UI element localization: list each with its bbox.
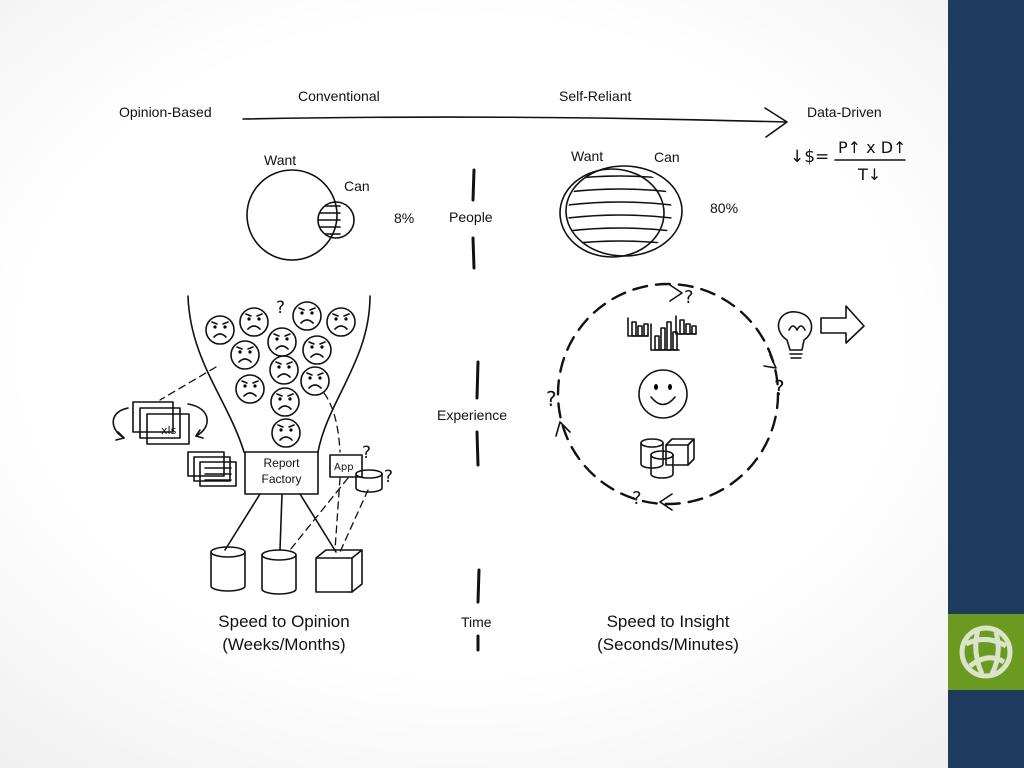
- database-icon: [650, 450, 674, 479]
- logo-tile: [948, 614, 1024, 690]
- speed-to-opinion-caption: Speed to Opinion (Weeks/Months): [184, 610, 384, 656]
- center-axis: [471, 168, 481, 652]
- formula-prefix: ↓$=: [790, 147, 829, 167]
- formula-denominator: T↓: [857, 165, 881, 184]
- sad-face-icon: [205, 315, 235, 345]
- document-stack-icon: [187, 451, 237, 487]
- insight-cycle: ? ? ? ?: [546, 282, 785, 511]
- sad-face-icon: [239, 307, 269, 337]
- axis-time-label: Time: [461, 614, 492, 630]
- question-mark-icon: ?: [384, 467, 393, 487]
- sad-face-icon: [300, 366, 330, 396]
- question-mark-icon: ?: [632, 488, 642, 509]
- app-label: App: [334, 462, 354, 473]
- formula-numerator: P↑ x D↑: [838, 138, 906, 157]
- sketch-canvas: ↓$= P↑ x D↑ T↓: [112, 107, 906, 652]
- funnel-icon: [187, 295, 371, 453]
- sad-face-icon: [230, 340, 260, 370]
- sad-face-icon: [302, 335, 332, 365]
- speed-to-insight-line-1: Speed to Insight: [606, 612, 730, 631]
- sad-face-icon: [326, 307, 356, 337]
- question-mark-icon: ?: [774, 376, 785, 400]
- database-icon: [640, 438, 664, 469]
- xls-label: xls: [161, 424, 177, 437]
- question-mark-icon: ?: [362, 443, 371, 463]
- sad-face-icon: [292, 301, 322, 331]
- connectors: [159, 366, 369, 553]
- left-venn-icon: [246, 169, 355, 261]
- speed-to-opinion-line-2: (Weeks/Months): [222, 635, 346, 654]
- report-factory-label: Report Factory: [245, 455, 318, 487]
- right-venn-can-label: Can: [654, 149, 680, 165]
- spectrum-left-label: Opinion-Based: [119, 104, 212, 120]
- database-icon: [210, 546, 246, 592]
- bar-chart-icon: [627, 317, 649, 337]
- sad-face-icon: [267, 327, 297, 357]
- spectrum-stage-self-reliant: Self-Reliant: [559, 88, 632, 104]
- right-venn-percent: 80%: [710, 200, 739, 216]
- sad-face-icon: [270, 387, 300, 417]
- spectrum-right-label: Data-Driven: [807, 104, 882, 120]
- spectrum-arrow-icon: [242, 107, 788, 138]
- speed-to-insight-caption: Speed to Insight (Seconds/Minutes): [568, 610, 768, 656]
- globe-logo-icon: [959, 625, 1013, 679]
- question-mark-icon: ?: [546, 387, 557, 411]
- right-venn-want-label: Want: [571, 148, 604, 164]
- left-venn-want-label: Want: [264, 152, 297, 168]
- outline-arrow-icon: [820, 305, 865, 344]
- left-venn-percent: 8%: [394, 210, 415, 226]
- sad-face-icon: [271, 418, 301, 448]
- speed-to-insight-line-2: (Seconds/Minutes): [597, 635, 739, 654]
- report-factory-line-1: Report: [263, 456, 300, 470]
- axis-people-label: People: [449, 209, 493, 225]
- axis-experience-label: Experience: [437, 407, 508, 423]
- left-venn-can-label: Can: [344, 178, 370, 194]
- speed-to-opinion-line-1: Speed to Opinion: [218, 612, 350, 631]
- app-icon: App ? ?: [329, 443, 393, 493]
- spectrum-stage-conventional: Conventional: [298, 88, 380, 104]
- smiley-face-icon: [638, 369, 688, 419]
- lightbulb-icon: [777, 311, 813, 359]
- bar-chart-icon: [650, 321, 680, 351]
- right-venn-icon: [559, 165, 683, 258]
- question-mark-icon: ?: [276, 298, 285, 318]
- database-icon: [261, 549, 297, 595]
- spreadsheet-icon: xls: [112, 401, 208, 445]
- sad-faces: ?: [205, 298, 356, 448]
- sad-face-icon: [235, 374, 265, 404]
- report-factory-line-2: Factory: [261, 472, 302, 486]
- formula: ↓$= P↑ x D↑ T↓: [790, 138, 906, 184]
- question-mark-icon: ?: [684, 287, 694, 308]
- sad-face-icon: [269, 355, 299, 385]
- bar-chart-icon: [675, 315, 697, 335]
- cube-icon: [315, 549, 363, 593]
